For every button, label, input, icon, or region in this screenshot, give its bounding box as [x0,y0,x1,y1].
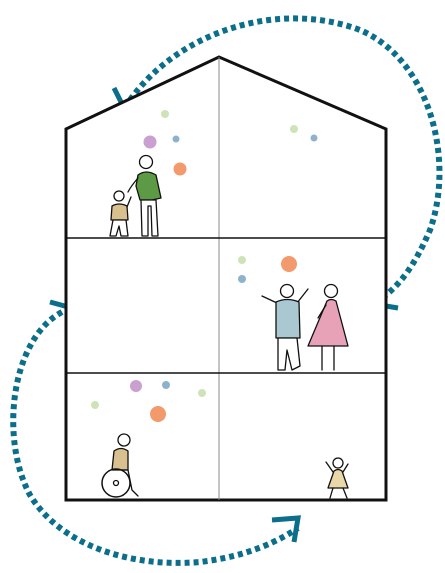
dot [238,256,246,264]
dot [311,135,318,142]
dot [198,389,206,397]
dot [290,125,298,133]
dot [144,136,157,149]
dot [130,380,142,392]
dot [238,275,246,283]
dot [150,406,166,422]
dot [174,163,187,176]
dot [91,401,99,409]
house [66,57,386,500]
dot [173,136,180,143]
dot [161,110,169,118]
house-outline [66,57,386,500]
dot [281,256,297,272]
dot [162,381,170,389]
